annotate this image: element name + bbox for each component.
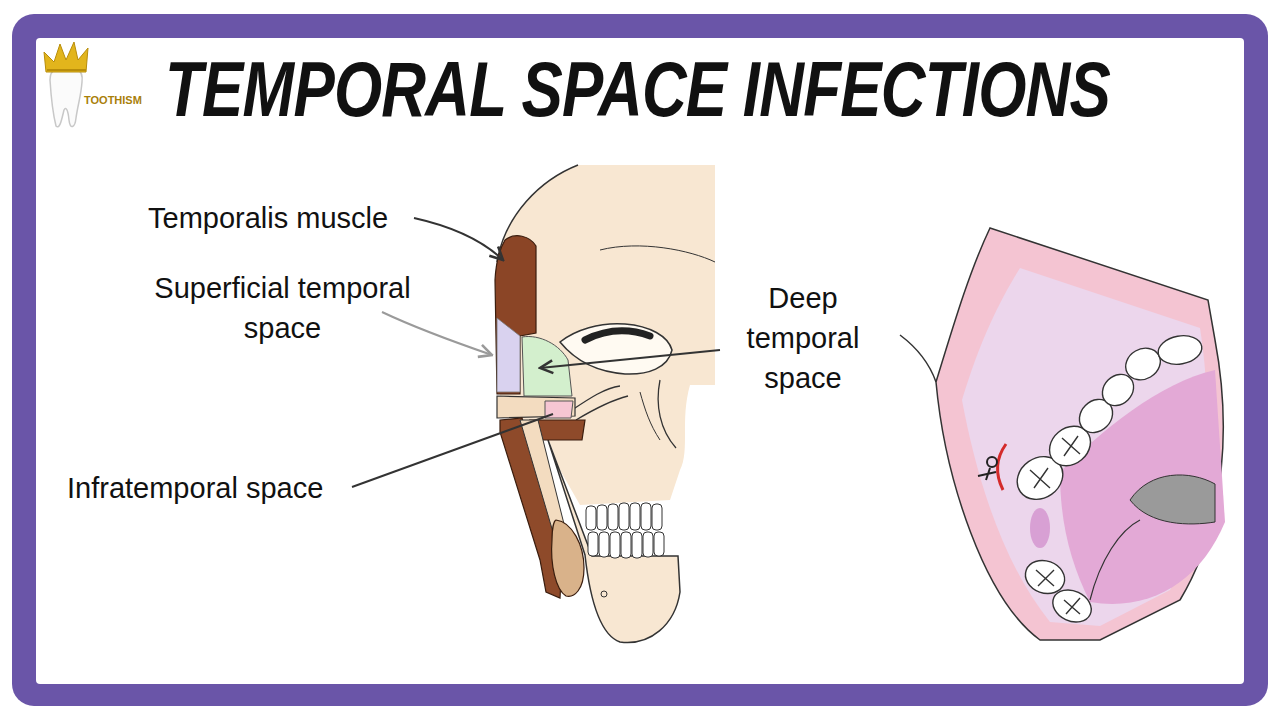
zygomatic-arch xyxy=(497,396,575,418)
frame xyxy=(36,38,1244,684)
lower-teeth xyxy=(1021,555,1097,628)
teeth xyxy=(621,532,631,558)
logo-tooth xyxy=(50,68,82,127)
logo-tooth xyxy=(44,42,88,127)
leader-line xyxy=(382,312,492,355)
logo-text: TOOTHISM xyxy=(84,94,142,107)
leader-line xyxy=(414,218,503,260)
incision-line xyxy=(998,444,1006,490)
skull xyxy=(572,386,620,410)
part-label: Infratemporal space xyxy=(67,468,323,508)
upper-teeth xyxy=(1009,332,1204,508)
oral-cavity xyxy=(1030,508,1050,548)
superficial-temporal-space xyxy=(497,318,520,392)
drain-symbol xyxy=(978,457,997,480)
upper-teeth xyxy=(1030,436,1080,488)
frame xyxy=(12,14,1268,706)
teeth xyxy=(586,506,596,530)
superficial-temporal-space xyxy=(497,318,520,392)
oral-cavity xyxy=(1130,475,1215,524)
lower-teeth xyxy=(1036,570,1080,614)
oral-cavity xyxy=(900,335,936,382)
teeth xyxy=(610,532,620,558)
part-label: Deep temporal space xyxy=(728,278,878,398)
skull xyxy=(601,591,607,597)
leader-line xyxy=(414,218,503,260)
teeth xyxy=(599,532,609,557)
leader-line xyxy=(352,414,553,487)
teeth xyxy=(630,503,640,530)
zygomatic-arch xyxy=(497,396,575,418)
oral-cavity xyxy=(1090,520,1140,600)
teeth xyxy=(586,503,664,558)
leader-line xyxy=(540,350,720,368)
skull xyxy=(585,331,650,340)
skull xyxy=(560,324,672,374)
teeth xyxy=(654,532,664,556)
teeth xyxy=(652,504,662,530)
skull xyxy=(497,165,715,642)
teeth xyxy=(608,504,618,530)
incision-line xyxy=(998,444,1006,490)
teeth xyxy=(643,532,653,557)
logo-tooth xyxy=(47,69,86,71)
skull xyxy=(576,396,628,420)
logo-tooth xyxy=(44,42,88,72)
teeth xyxy=(641,503,651,530)
upper-teeth xyxy=(1156,332,1204,367)
part-label: Temporalis muscle xyxy=(148,198,388,238)
skull xyxy=(640,392,660,440)
drain-symbol xyxy=(978,468,996,480)
leader-line xyxy=(352,414,553,487)
masseter-muscle xyxy=(500,418,585,598)
teeth xyxy=(632,532,642,558)
teeth xyxy=(619,503,629,530)
lower-teeth xyxy=(1048,584,1097,628)
drain-symbol xyxy=(987,457,997,467)
teeth xyxy=(597,505,607,530)
frame xyxy=(12,14,1268,706)
oral-cavity xyxy=(900,228,1225,640)
leader-line xyxy=(540,350,720,368)
oral-cavity xyxy=(1060,370,1225,604)
part-label: Superficial temporal space xyxy=(130,268,435,348)
skull xyxy=(658,380,676,448)
leader-line xyxy=(382,312,492,355)
skull xyxy=(548,440,680,642)
title: TEMPORAL SPACE INFECTIONS xyxy=(165,50,1110,128)
masseter-muscle xyxy=(552,520,584,596)
skull xyxy=(600,246,715,262)
teeth xyxy=(588,532,598,556)
